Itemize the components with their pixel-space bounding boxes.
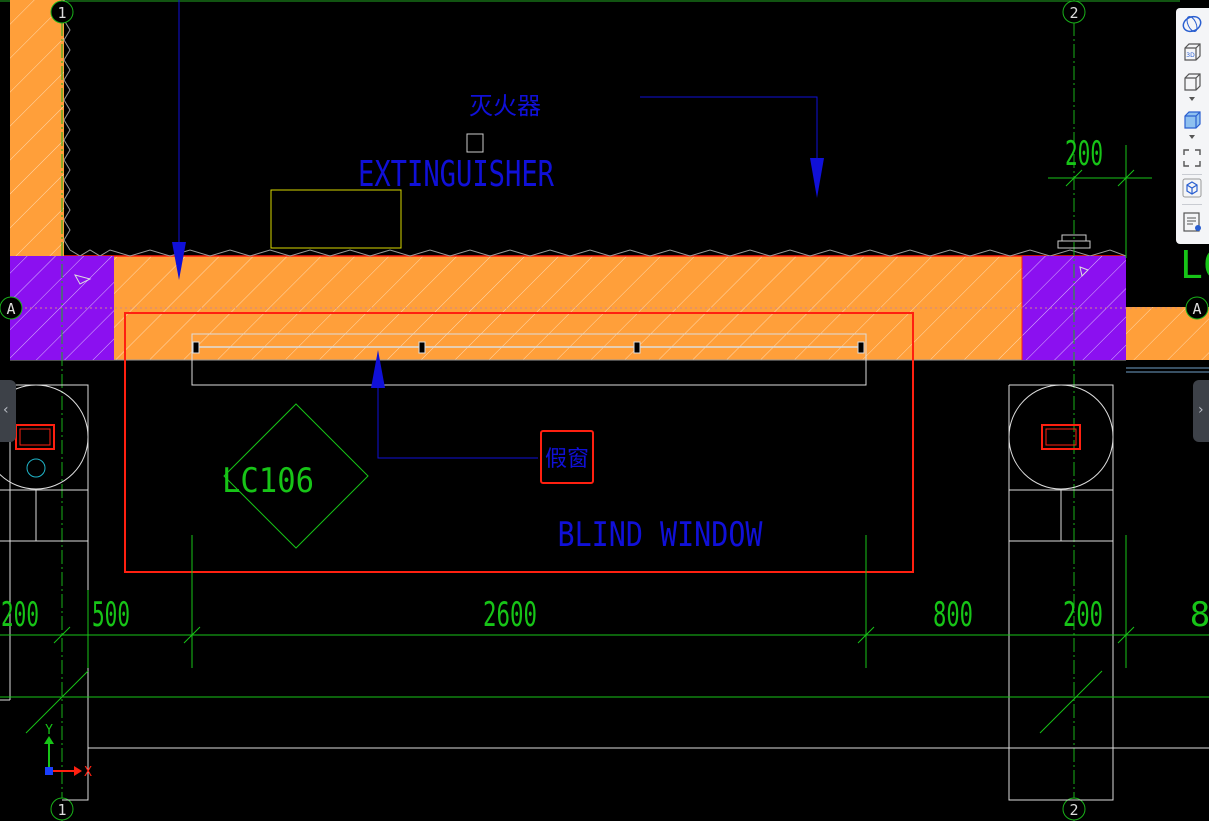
partial-label-right[interactable]: LC	[1180, 243, 1209, 287]
leader-line-right	[640, 96, 818, 160]
left-nav-tab[interactable]: ‹	[0, 380, 16, 442]
svg-text:A: A	[1192, 300, 1201, 318]
blind-window-en-label[interactable]: BLIND WINDOW	[558, 515, 763, 555]
extinguisher-en-label[interactable]: EXTINGUISHER	[358, 154, 554, 195]
window-mullions	[192, 341, 865, 354]
dimension-200-left[interactable]: 200	[1, 595, 39, 635]
wall-zigzag-top	[69, 249, 1127, 257]
arrowhead-right	[810, 158, 824, 198]
shaded-cube-icon[interactable]	[1180, 108, 1204, 132]
view-toolbar: 3D	[1176, 8, 1209, 244]
chevron-down-icon[interactable]	[1180, 132, 1204, 142]
dim-tick-b	[1117, 169, 1135, 187]
column-right-marker	[1079, 266, 1089, 277]
grid-bubble-2-bottom[interactable]: 2	[1062, 797, 1086, 821]
properties-icon[interactable]	[1180, 210, 1204, 234]
isolate-icon[interactable]	[1180, 176, 1204, 200]
left-wall-zigzag	[63, 0, 71, 251]
ucs-icon: Y X	[44, 723, 92, 780]
svg-text:X: X	[84, 765, 92, 780]
svg-text:3D: 3D	[1186, 52, 1195, 59]
left-nav-arrow: ‹	[3, 402, 9, 418]
leader-blind-window	[377, 388, 538, 459]
window-tag-diamond[interactable]	[223, 403, 369, 549]
bottom-dimension-texts: 200 500 2600 800 200 8	[1, 595, 1209, 635]
grid-bubble-a-right[interactable]: A	[1185, 296, 1209, 320]
column-left-marker	[73, 274, 92, 285]
dimension-top-right[interactable]: 200	[1065, 134, 1103, 174]
svg-text:2: 2	[1069, 4, 1078, 22]
extinguisher-box[interactable]	[270, 189, 402, 249]
svg-text:1: 1	[57, 801, 66, 819]
selection-highlight-box[interactable]	[124, 312, 914, 573]
zoom-extents-icon[interactable]	[1180, 146, 1204, 170]
arrowhead-blind-window	[371, 350, 385, 388]
main-wall[interactable]	[10, 256, 1126, 360]
dimension-200-right[interactable]: 200	[1063, 595, 1103, 635]
blind-window-cn-box[interactable]	[540, 430, 594, 484]
dimension-partial-right[interactable]: 8	[1190, 595, 1209, 635]
grid-bubble-2-top[interactable]: 2	[1062, 0, 1086, 24]
3d-view-icon[interactable]: 3D	[1180, 40, 1204, 64]
extinguisher-cn-label[interactable]: 灭火器	[469, 92, 541, 120]
grid-bubble-a-left[interactable]: A	[0, 296, 23, 320]
svg-text:Y: Y	[45, 723, 53, 738]
extinguisher-symbol[interactable]	[466, 133, 484, 153]
dimension-800[interactable]: 800	[933, 595, 973, 635]
view-cube-icon[interactable]	[1180, 70, 1204, 94]
svg-text:1: 1	[57, 4, 66, 22]
right-nav-tab[interactable]: ›	[1193, 380, 1209, 442]
foundation-outlines	[0, 384, 1209, 801]
grid-bubble-1-top[interactable]: 1	[50, 0, 74, 24]
bottom-dimension-lines	[0, 535, 1209, 734]
dimension-2600[interactable]: 2600	[483, 595, 537, 635]
window-tag-label[interactable]: LC106	[222, 461, 314, 501]
blind-window-cn-label[interactable]: 假窗	[545, 447, 589, 472]
window-frame[interactable]	[191, 333, 867, 386]
grid-bubble-1-bottom[interactable]: 1	[50, 797, 74, 821]
svg-text:A: A	[6, 300, 15, 318]
left-wall[interactable]	[10, 0, 64, 258]
pile-right[interactable]	[1008, 384, 1114, 490]
arrowhead-left	[172, 242, 186, 280]
dim-tick-a	[1065, 169, 1083, 187]
fixture-symbol[interactable]	[1057, 234, 1091, 249]
orbit-icon[interactable]	[1180, 12, 1204, 36]
dimension-500[interactable]: 500	[92, 595, 130, 635]
chevron-down-icon[interactable]	[1180, 94, 1204, 104]
right-nav-arrow: ›	[1198, 402, 1204, 418]
svg-text:2: 2	[1069, 801, 1078, 819]
